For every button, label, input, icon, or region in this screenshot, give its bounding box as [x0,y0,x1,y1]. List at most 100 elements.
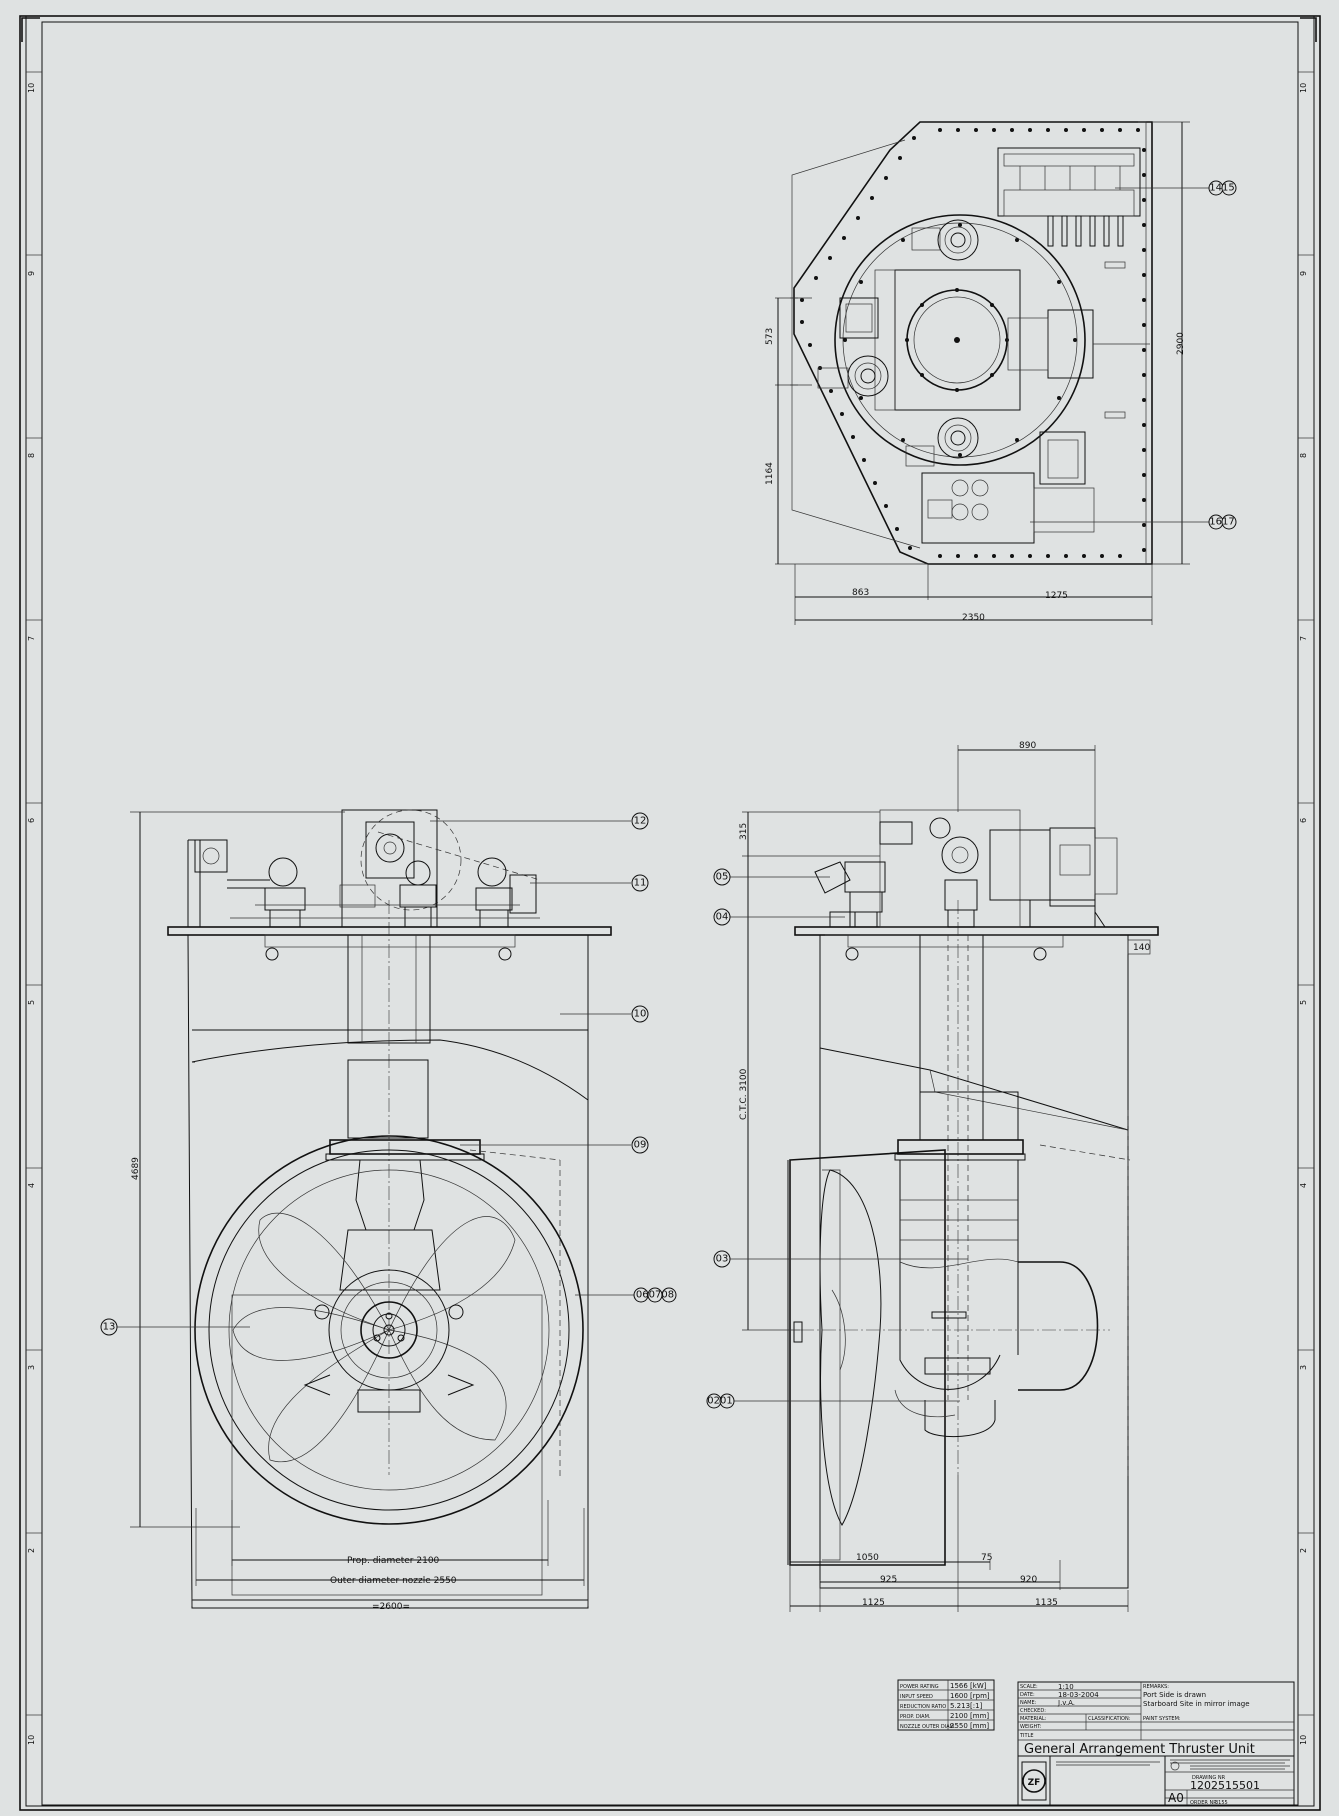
spec-label-prop: PROP. DIAM. [900,1714,931,1720]
propeller-hub [360,1301,418,1359]
right-zone-label: 10 [1299,1735,1308,1745]
front-view: 4689 Prop. diameter 2100 Outer diameter … [100,809,677,1612]
remarks-label: REMARKS: [1143,1684,1169,1690]
side-view: 890 315 C.T.C. 3100 140 1050 75 925 920 … [706,741,1159,1612]
left-zone-label: 10 [27,83,36,93]
hydraulic-panel-top [997,147,1141,247]
right-zone-label: 10 [1299,83,1308,93]
scale-label: SCALE: [1020,1684,1038,1690]
left-zone-label: 8 [27,453,36,458]
spec-value-prop: 2100 [mm] [950,1712,989,1720]
drawing-title: General Arrangement Thruster Unit [1024,1742,1255,1757]
right-zone-label: 4 [1299,1183,1308,1188]
nozzle-outer-diameter-label: Outer diameter nozzle 2550 [330,1576,457,1586]
left-zone-label: 5 [27,1000,36,1005]
title-label: TITLE [1019,1733,1034,1739]
spec-value-nozzle: 2550 [mm] [950,1722,989,1730]
material-label: MATERIAL: [1020,1716,1047,1722]
dimension-4689: 4689 [131,1157,141,1180]
prop-diameter-label: Prop. diameter 2100 [347,1556,440,1566]
gearbox-block [839,297,879,339]
dimension-1164: 1164 [765,462,775,485]
right-zone-label: 2 [1299,1548,1308,1553]
zf-logo: ZF [1021,1761,1047,1801]
bolt-holes [800,128,1146,558]
top-view: 573 1164 2900 863 1275 2350 1415 1617 [765,121,1237,625]
remarks-line-1: Port Side is drawn [1143,1691,1206,1699]
right-zone-label: 9 [1299,271,1308,276]
hydraulic-motor-ring [905,417,979,467]
classification-label: CLASSIFICATION: [1088,1716,1131,1722]
top-machinery-front [187,809,541,961]
dimension-1050: 1050 [856,1553,879,1563]
order-number: 3155 [1215,1800,1228,1806]
balloon-12: 12 [634,816,647,827]
date-value: 18-03-2004 [1058,1691,1099,1699]
balloon-0201: 0201 [707,1396,732,1407]
dimension-2900: 2900 [1176,332,1186,355]
balloon-03: 03 [716,1254,729,1265]
hydraulic-motor-ring [817,355,889,397]
left-zone-label: 2 [27,1548,36,1553]
dimension-920: 920 [1020,1575,1037,1585]
checked-label: CHECKED: [1020,1708,1046,1714]
right-zone-label: 6 [1299,818,1308,823]
balloon-04: 04 [716,912,729,923]
right-zone-label: 5 [1299,1000,1308,1005]
mounting-flange-circle [834,214,1086,466]
top-machinery-side [814,809,1120,961]
spec-label-power: POWER RATING [900,1684,939,1690]
right-zone-label: 8 [1299,453,1308,458]
order-number-label: ORDER NR [1190,1800,1217,1806]
dimension-1275: 1275 [1045,591,1068,601]
balloon-060708: 060708 [636,1290,674,1301]
left-zone-label: 6 [27,818,36,823]
balloon-11: 11 [634,878,647,889]
dimension-315: 315 [739,823,749,840]
propeller-blade-side [819,1169,882,1527]
title-block: SCALE: 1:10 DATE: 18-03-2004 NAME: J.v.A… [1017,1681,1295,1806]
hydraulic-panel-bottom [921,431,1095,544]
flange-bolt-holes [843,223,1077,457]
dimension-2350: 2350 [962,613,985,623]
left-zone-label: 10 [27,1735,36,1745]
gearbox-pod [1018,1261,1099,1391]
dimension-1125: 1125 [862,1598,885,1608]
spec-value-speed: 1600 [rpm] [950,1692,990,1700]
right-zone-label: 3 [1299,1365,1308,1370]
left-zone-label: 3 [27,1365,36,1370]
dimension-ctc-3100: C.T.C. 3100 [739,1068,749,1120]
spec-value-power: 1566 [kW] [950,1682,987,1690]
left-zone-label: 7 [27,636,36,641]
shaft-housing [347,1059,429,1139]
balloon-1617: 1617 [1209,517,1234,528]
projection-symbol [1170,1761,1180,1771]
foundation-flange [167,926,612,936]
balloon-13: 13 [103,1322,116,1333]
motor-box [1047,309,1094,379]
spec-label-nozzle: NOZZLE OUTER DIAM. [900,1724,956,1730]
spec-value-ratio: 5.213[:1] [950,1702,983,1710]
zf-logo-text: ZF [1028,1778,1041,1788]
spec-label-speed: INPUT SPEED [900,1694,933,1700]
paint-system-label: PAINT SYSTEM: [1143,1716,1181,1722]
name-label: NAME: [1020,1700,1037,1706]
balloon-09: 09 [634,1140,647,1151]
remarks-line-2: Starboard Site in mirror image [1143,1700,1250,1708]
dimension-75: 75 [981,1553,992,1563]
drawing-number-label: DRAWING NR [1192,1775,1226,1781]
specification-table: POWER RATING 1566 [kW] INPUT SPEED 1600 … [897,1679,995,1731]
sheet-frame: 10 9 8 7 6 5 4 3 2 10 10 9 8 7 6 5 4 3 2… [19,15,1321,1811]
spec-label-ratio: REDUCTION RATIO [900,1704,946,1710]
date-label: DATE: [1020,1692,1035,1698]
sheet-size: A0 [1168,1791,1184,1805]
balloon-1415: 1415 [1209,183,1234,194]
balloon-05: 05 [716,872,729,883]
drawing-number: 1202515501 [1190,1779,1260,1792]
right-zone-label: 7 [1299,636,1308,641]
scale-value: 1:10 [1058,1683,1074,1691]
nozzle-side-profile [789,1149,946,1566]
nozzle-outer-ring [194,1135,584,1525]
dimension-863: 863 [852,588,869,598]
weight-label: WEIGHT: [1020,1724,1042,1730]
